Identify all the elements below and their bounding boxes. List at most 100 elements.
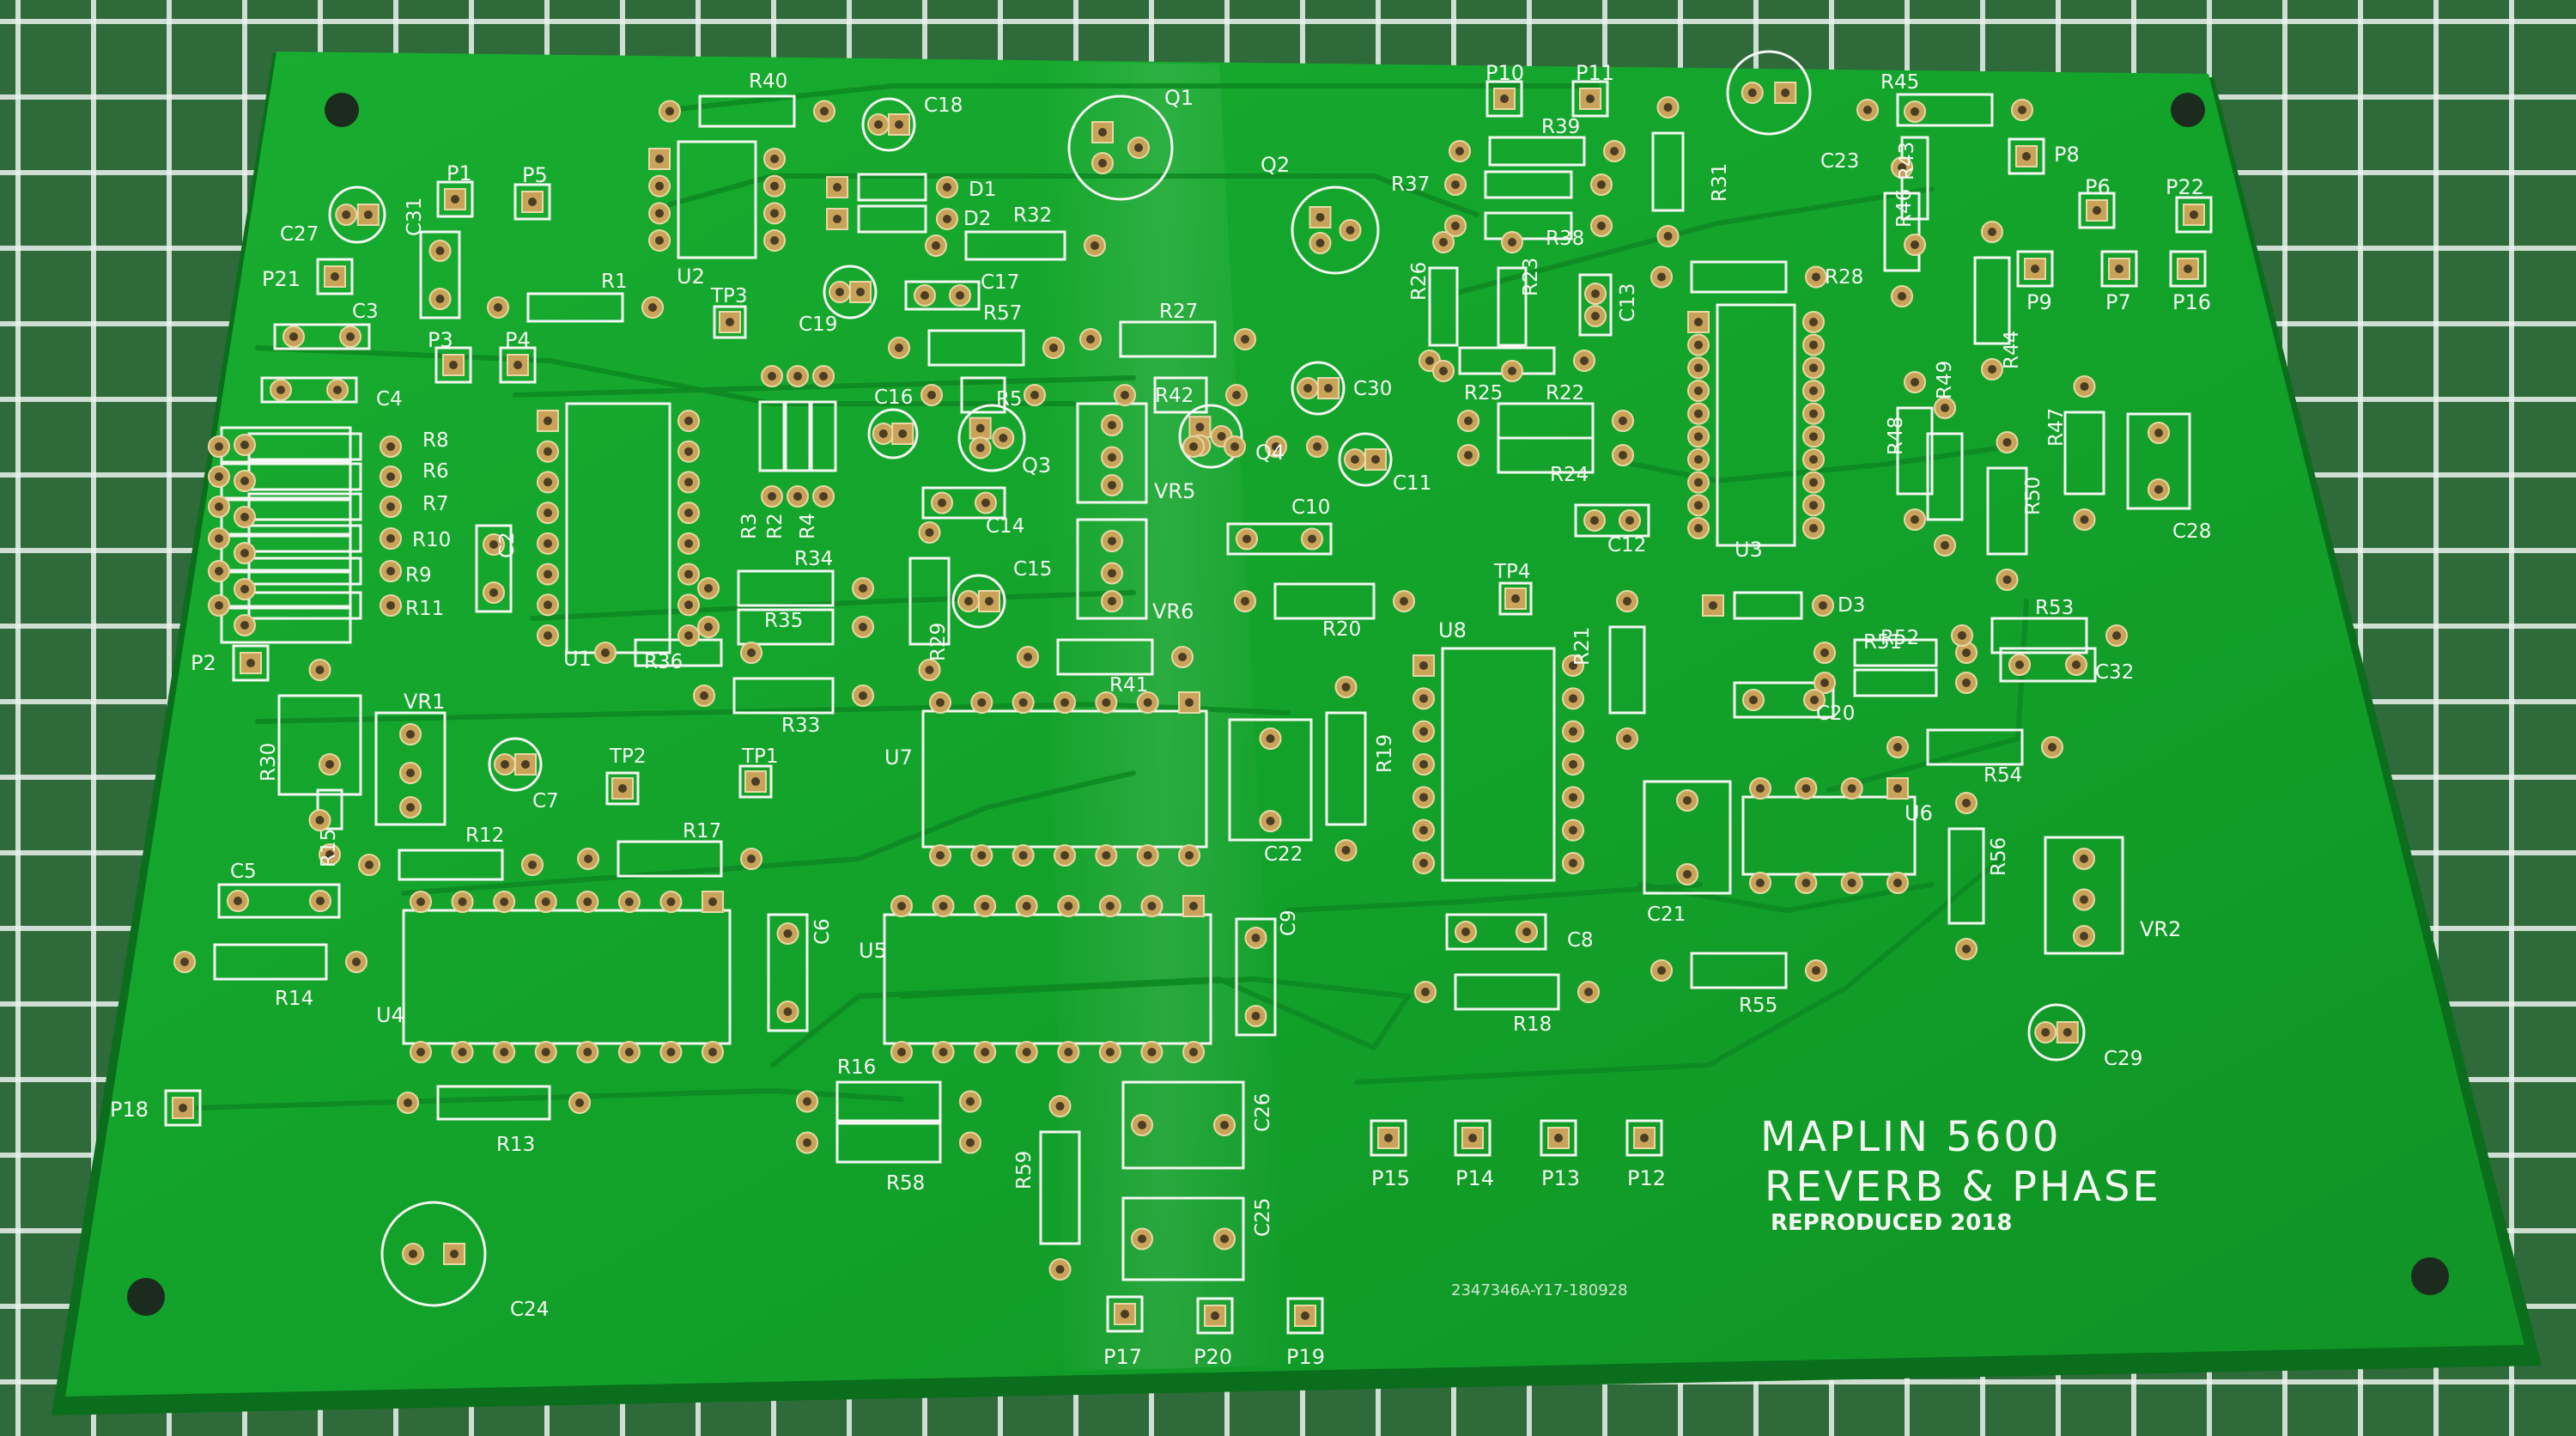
pad-drill-hole	[409, 1250, 417, 1258]
header-outline	[220, 606, 352, 644]
pad-drill-hole	[1756, 879, 1765, 887]
pad-drill-hole	[859, 691, 867, 700]
pad-drill-hole	[365, 861, 374, 869]
pad-drill-hole	[1121, 1310, 1129, 1318]
pad-drill-hole	[655, 181, 664, 191]
mounting-holes	[127, 93, 2449, 1316]
trimmer-outline	[1076, 518, 1148, 620]
pad-drill-hole	[1511, 594, 1520, 603]
ref-label-c11: C11	[1393, 472, 1431, 495]
pad-drill-hole	[386, 502, 395, 511]
pad-drill-hole	[584, 855, 592, 863]
ref-label-vr2: VR2	[2140, 917, 2181, 941]
electrolytic-capacitor-outline	[1338, 432, 1393, 487]
ic-outline	[677, 140, 757, 259]
pad-drill-hole	[1809, 432, 1818, 441]
connection-pad-outline	[499, 346, 537, 384]
pad-drill-hole	[1241, 597, 1249, 605]
board-title-line1: MAPLIN 5600	[1760, 1113, 2061, 1161]
pad-drill-hole	[1091, 241, 1099, 250]
ref-label-p1: P1	[447, 161, 472, 186]
pad-drill-hole	[1315, 213, 1325, 222]
board-title-block: MAPLIN 5600 REVERB & PHASE REPRODUCED 20…	[1451, 1113, 2161, 1299]
pad-drill-hole	[936, 698, 945, 707]
resistor-outline	[1690, 260, 1788, 294]
pad-drill-hole	[684, 478, 693, 487]
ref-label-tp2: TP2	[609, 745, 647, 768]
resistor-outline	[1896, 93, 1994, 127]
resistor-outline	[732, 677, 835, 715]
ref-label-c20: C20	[1816, 703, 1855, 725]
resistor-outline	[1651, 131, 1685, 212]
resistor-outline	[526, 292, 624, 323]
connection-pad-outline	[2100, 250, 2138, 288]
pad-drill-hole	[1781, 88, 1790, 97]
ref-label-r48: R48	[1885, 417, 1907, 455]
pad-drill-hole	[246, 659, 255, 667]
resistor-outline	[1273, 582, 1376, 620]
pad-drill-hole	[684, 447, 693, 456]
ref-label-r47: R47	[2045, 408, 2068, 447]
pad-drill-hole	[939, 1048, 948, 1056]
pad-drill-hole	[331, 272, 339, 281]
pad-drill-hole	[1508, 238, 1516, 246]
transistor-outline	[957, 404, 1026, 472]
connection-pad-outline	[2016, 250, 2054, 288]
pad-drill-hole	[925, 528, 934, 537]
ref-label-u4: U4	[376, 1003, 404, 1027]
pad-drill-hole	[1102, 851, 1111, 860]
resistor-outline	[1325, 711, 1367, 826]
connection-pad-outline	[2175, 196, 2213, 234]
pad-drill-hole	[895, 120, 903, 129]
pad-drill-hole	[544, 478, 552, 487]
solder-pads	[172, 82, 2205, 1327]
ref-label-r32: R32	[1013, 204, 1052, 227]
pad-drill-hole	[793, 372, 802, 380]
pad-drill-hole	[1313, 442, 1321, 451]
capacitor-outline	[2126, 412, 2191, 510]
pad-drill-hole	[1820, 648, 1829, 657]
pad-drill-hole	[1371, 455, 1380, 464]
square-pad	[1294, 1305, 1316, 1327]
pad-drill-hole	[708, 898, 717, 906]
pad-drill-hole	[1801, 879, 1811, 887]
ref-label-r9: R9	[405, 564, 432, 587]
pad-drill-hole	[1962, 799, 1971, 807]
pad-drill-hole	[1421, 988, 1430, 996]
pad-drill-hole	[1301, 1311, 1309, 1320]
square-pad	[2177, 258, 2199, 280]
pad-drill-hole	[700, 691, 708, 700]
pad-drill-hole	[2115, 265, 2123, 273]
pad-drill-hole	[1451, 222, 1460, 230]
pad-drill-hole	[1195, 423, 1205, 432]
pad-drill-hole	[819, 492, 828, 501]
pad-drill-hole	[1694, 455, 1703, 464]
resistor-outline	[1039, 1130, 1081, 1245]
pad-drill-hole	[1597, 180, 1606, 189]
pad-drill-hole	[783, 1007, 793, 1016]
capacitor-outline	[217, 883, 341, 919]
pad-drill-hole	[1694, 386, 1703, 395]
pad-drill-hole	[624, 898, 634, 906]
ref-label-r38: R38	[1546, 228, 1584, 250]
pad-drill-hole	[1756, 784, 1765, 793]
connection-pad-outline	[513, 183, 551, 221]
pad-drill-hole	[1962, 678, 1971, 687]
pad-drill-hole	[1251, 934, 1261, 942]
ref-label-c24: C24	[510, 1299, 549, 1321]
electrolytic-capacitor-outline	[2027, 1003, 2086, 1062]
pad-drill-hole	[528, 861, 537, 869]
pad-drill-hole	[386, 534, 395, 543]
board-title-line2: REVERB & PHASE	[1765, 1163, 2161, 1211]
ref-label-c9: C9	[1278, 910, 1300, 936]
resistor-outline	[1153, 376, 1208, 414]
ic-outline	[402, 909, 732, 1045]
ref-label-r20: R20	[1322, 618, 1361, 641]
pad-drill-hole	[1018, 851, 1028, 860]
ref-label-r17: R17	[683, 820, 721, 843]
pad-drill-hole	[936, 851, 945, 860]
resistor-outline	[1497, 436, 1595, 474]
pad-drill-hole	[1819, 601, 1827, 610]
pad-drill-hole	[1694, 363, 1703, 373]
pad-drill-hole	[2154, 485, 2163, 494]
